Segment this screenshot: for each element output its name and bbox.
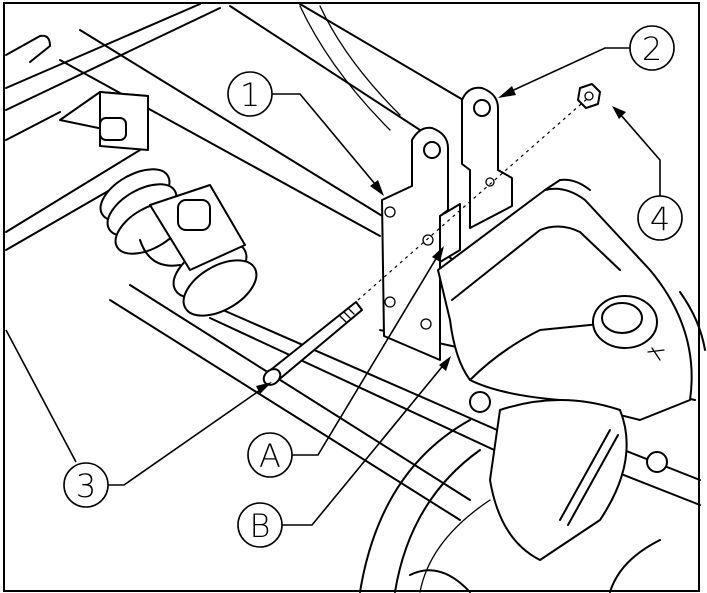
callout-B-label: B [250,507,271,545]
callout-A: A [247,432,293,478]
callout-1: 1 [227,71,273,117]
nut-part-4 [577,83,601,109]
callout-A-label: A [259,437,281,475]
spring-assembly [99,168,258,317]
bracket-part-2 [461,86,513,229]
callout-3-label: 3 [76,467,96,505]
callout-3: 3 [63,462,109,508]
callout-1-label: 1 [240,76,260,114]
figure-frame [3,2,700,592]
bolt-part-3 [262,301,363,386]
callout-B: B [237,502,283,548]
bracket-part-1 [381,126,461,361]
callout-4-label: 4 [650,200,670,238]
leader-lines [5,47,661,526]
callout-2-label: 2 [642,30,662,68]
assembly-axis [357,97,589,301]
callout-2: 2 [629,25,675,71]
tank-housing [359,178,706,593]
callout-4: 4 [637,195,683,241]
